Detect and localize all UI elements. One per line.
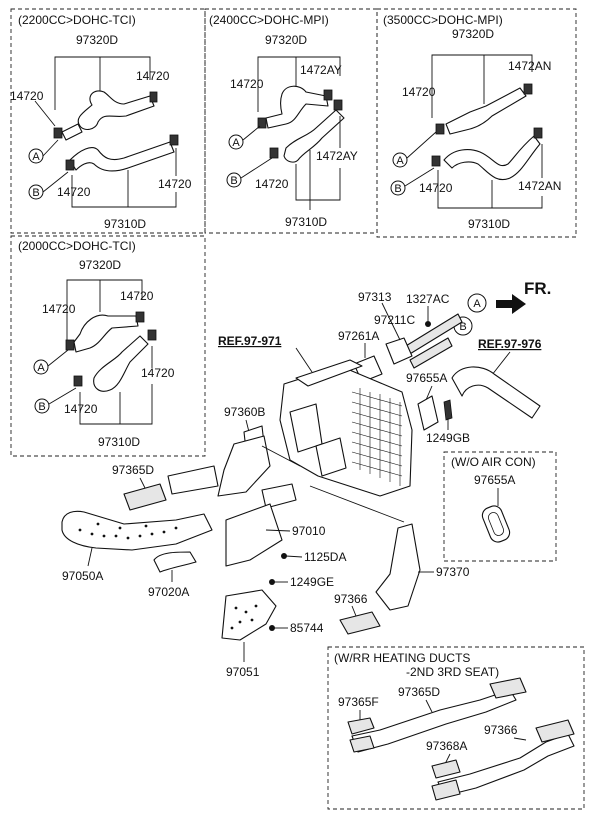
part-label-97360b: 97360B [224, 405, 265, 419]
part-label-14720: 14720 [255, 177, 289, 191]
part-label-14720: 14720 [10, 89, 44, 103]
reference-label-97-976: REF.97-976 [478, 337, 542, 351]
connector-a-label: A [396, 155, 404, 167]
hose-clamp-icon [431, 155, 441, 167]
hose-clamp-icon [269, 147, 279, 159]
part-label-97320d: 97320D [76, 33, 118, 47]
variant-title: (2000CC>DOHC-TCI) [18, 239, 136, 253]
part-label-14720: 14720 [64, 402, 98, 416]
rear-heating-ducts-box: (W/RR HEATING DUCTS -2ND 3RD SEAT) 97365… [327, 646, 585, 810]
connector-b-label: B [459, 321, 466, 333]
part-label-97365f: 97365F [338, 695, 379, 709]
front-direction-label: FR. [524, 279, 551, 298]
hose-clamp-icon [65, 159, 75, 171]
part-label-97310d: 97310D [468, 217, 510, 231]
part-label-14720: 14720 [230, 77, 264, 91]
part-label-97366: 97366 [484, 723, 518, 737]
part-label-14720: 14720 [120, 289, 154, 303]
part-label-1327ac: 1327AC [406, 292, 450, 306]
part-label-85744: 85744 [290, 621, 324, 635]
variant-title: (W/O AIR CON) [451, 455, 536, 469]
part-label-1249ge: 1249GE [290, 575, 334, 589]
hose-clamp-icon [65, 339, 75, 351]
part-label-97655a: 97655A [406, 371, 447, 385]
connector-a-icon [392, 152, 408, 168]
hose-clamp-icon [323, 89, 333, 101]
hose-clamp-icon [135, 311, 145, 323]
connector-a-label: A [473, 298, 481, 310]
part-label-97313: 97313 [358, 290, 392, 304]
connector-a-label: A [37, 362, 45, 374]
part-label-1125da: 1125DA [304, 550, 346, 564]
hose-clamp-icon [523, 83, 533, 95]
part-label-97368a: 97368A [426, 739, 467, 753]
hose-clamp-icon [53, 127, 63, 139]
part-label-97211c: 97211C [374, 313, 415, 327]
arrow-forward-icon [496, 294, 526, 314]
variant-box-3500cc: (3500CC>DOHC-MPI) 97320D 1472AN 14720 A … [376, 8, 577, 238]
variant-title: (2200CC>DOHC-TCI) [18, 13, 136, 27]
hose-clamp-icon [147, 329, 157, 341]
connector-b-label: B [38, 401, 45, 413]
part-label-1472an: 1472AN [518, 179, 561, 193]
part-label-97366: 97366 [334, 592, 368, 606]
part-label-14720: 14720 [402, 85, 436, 99]
connector-b-label: B [394, 183, 401, 195]
part-label-14720: 14720 [57, 185, 91, 199]
part-label-97020a: 97020A [148, 585, 189, 599]
variant-box-2200cc: (2200CC>DOHC-TCI) 97320D 14720 14720 A B… [10, 8, 206, 234]
part-label-97320d: 97320D [79, 258, 121, 272]
connector-b-label: B [230, 175, 237, 187]
part-label-97655a: 97655A [474, 473, 515, 487]
connector-a-icon [467, 293, 487, 313]
part-label-97010: 97010 [292, 524, 326, 538]
part-label-97320d: 97320D [452, 27, 494, 41]
part-label-97310d: 97310D [104, 217, 146, 231]
part-label-14720: 14720 [158, 177, 192, 191]
connector-a-label: A [232, 137, 240, 149]
part-label-97320d: 97320D [265, 33, 307, 47]
hose-clamp-icon [533, 127, 543, 139]
main-assembly: FR. A B 97313 1327AC 97211C 97261A REF.9… [61, 279, 551, 679]
part-label-97050a: 97050A [62, 569, 103, 583]
hose-clamp-icon [333, 99, 343, 111]
part-label-14720: 14720 [141, 366, 175, 380]
part-label-97365d: 97365D [112, 463, 154, 477]
hose-clamp-icon [435, 123, 445, 135]
part-label-1472ay: 1472AY [300, 63, 342, 77]
part-label-1472ay: 1472AY [316, 149, 358, 163]
without-air-conditioning-box: (W/O AIR CON) 97655A [443, 451, 557, 562]
connector-b-icon [34, 398, 50, 414]
connector-b-icon [226, 172, 242, 188]
hose-clamp-icon [73, 375, 83, 387]
connector-a-icon [228, 134, 244, 150]
part-label-97370: 97370 [436, 565, 470, 579]
hose-clamp-icon [149, 91, 158, 103]
connector-a-icon [33, 359, 49, 375]
reference-label-97-971: REF.97-971 [218, 334, 282, 348]
part-label-1249gb: 1249GB [426, 431, 470, 445]
variant-box-2000cc: (2000CC>DOHC-TCI) 97320D 14720 14720 A B… [10, 235, 206, 457]
part-label-14720: 14720 [42, 302, 76, 316]
part-label-14720: 14720 [136, 69, 170, 83]
part-label-1472an: 1472AN [508, 59, 551, 73]
connector-b-label: B [32, 187, 39, 199]
connector-b-icon [390, 180, 406, 196]
hose-clamp-icon [169, 134, 179, 146]
connector-a-label: A [32, 151, 40, 163]
part-label-97261a: 97261A [338, 329, 379, 343]
variant-subtitle: -2ND 3RD SEAT) [406, 665, 499, 679]
part-label-97310d: 97310D [98, 435, 140, 449]
part-label-14720: 14720 [419, 181, 453, 195]
hose-clamp-icon [257, 117, 267, 129]
part-label-97051: 97051 [226, 665, 260, 679]
variant-title: (3500CC>DOHC-MPI) [383, 13, 503, 27]
variant-title: (W/RR HEATING DUCTS [334, 651, 470, 665]
part-label-97310d: 97310D [285, 215, 327, 229]
part-label-97365d: 97365D [398, 685, 440, 699]
variant-title: (2400CC>DOHC-MPI) [209, 13, 329, 27]
variant-box-2400cc: (2400CC>DOHC-MPI) 97320D 1472AY 14720 A … [204, 8, 378, 234]
